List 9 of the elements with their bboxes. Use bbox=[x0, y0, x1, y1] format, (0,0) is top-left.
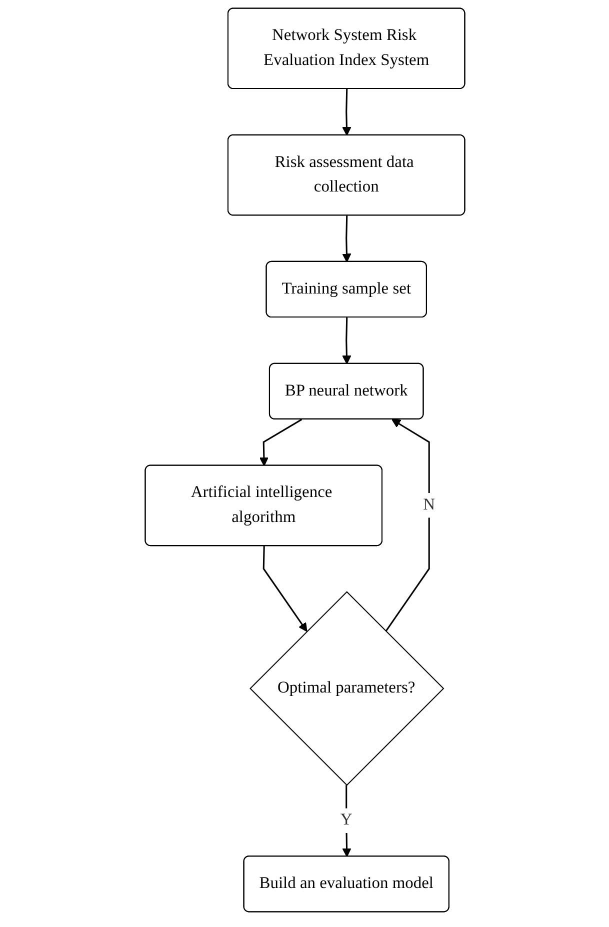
arrow bbox=[262, 546, 307, 632]
edge-label: N bbox=[422, 496, 435, 514]
arrow bbox=[384, 419, 430, 632]
arrow bbox=[342, 216, 351, 262]
arrow bbox=[258, 418, 302, 466]
arrow bbox=[342, 318, 351, 364]
node-diamond: Optimal parameters? bbox=[249, 591, 444, 786]
arrow bbox=[342, 89, 351, 136]
edge-label: Y bbox=[340, 811, 352, 829]
